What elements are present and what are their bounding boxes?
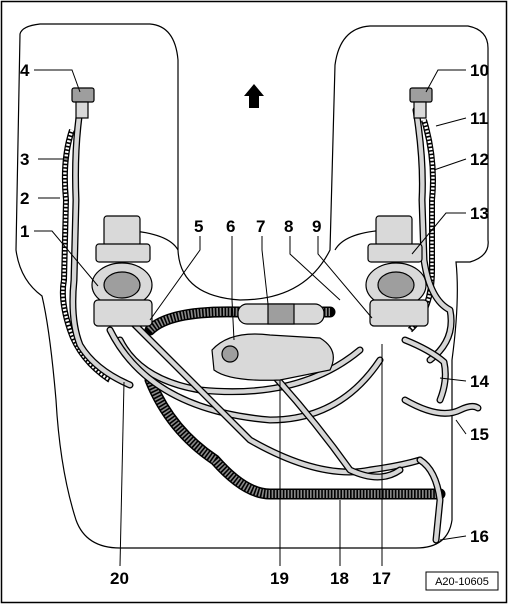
callout-1: 1 [20, 222, 29, 241]
callout-17: 17 [372, 569, 391, 588]
connector-10 [409, 87, 433, 119]
connector-4 [71, 87, 95, 119]
figure-id: A20-10605 [435, 576, 489, 588]
callout-5: 5 [194, 217, 203, 236]
callout-13: 13 [470, 204, 489, 223]
callout-2: 2 [20, 189, 29, 208]
callout-3: 3 [20, 150, 29, 169]
figure-reference: A20-10605 [425, 571, 499, 591]
callout-16: 16 [470, 527, 489, 546]
callout-10: 10 [470, 61, 489, 80]
callout-15: 15 [470, 425, 489, 444]
fuel-pump-left [91, 215, 153, 327]
callout-7: 7 [256, 217, 265, 236]
callout-4: 4 [20, 61, 30, 80]
fuel-tank-outline [15, 23, 489, 549]
filter-7 [237, 303, 325, 325]
callout-19: 19 [270, 569, 289, 588]
callout-6: 6 [226, 217, 235, 236]
bracket-6 [211, 333, 334, 381]
callout-18: 18 [330, 569, 349, 588]
callout-leaders [34, 69, 467, 567]
direction-arrow-icon [244, 84, 264, 108]
fuel-pump-right [365, 215, 429, 327]
callout-11: 11 [470, 109, 488, 128]
callout-8: 8 [284, 217, 293, 236]
callout-9: 9 [312, 217, 321, 236]
callout-20: 20 [110, 569, 129, 588]
callout-12: 12 [470, 150, 489, 169]
callout-14: 14 [470, 372, 489, 391]
